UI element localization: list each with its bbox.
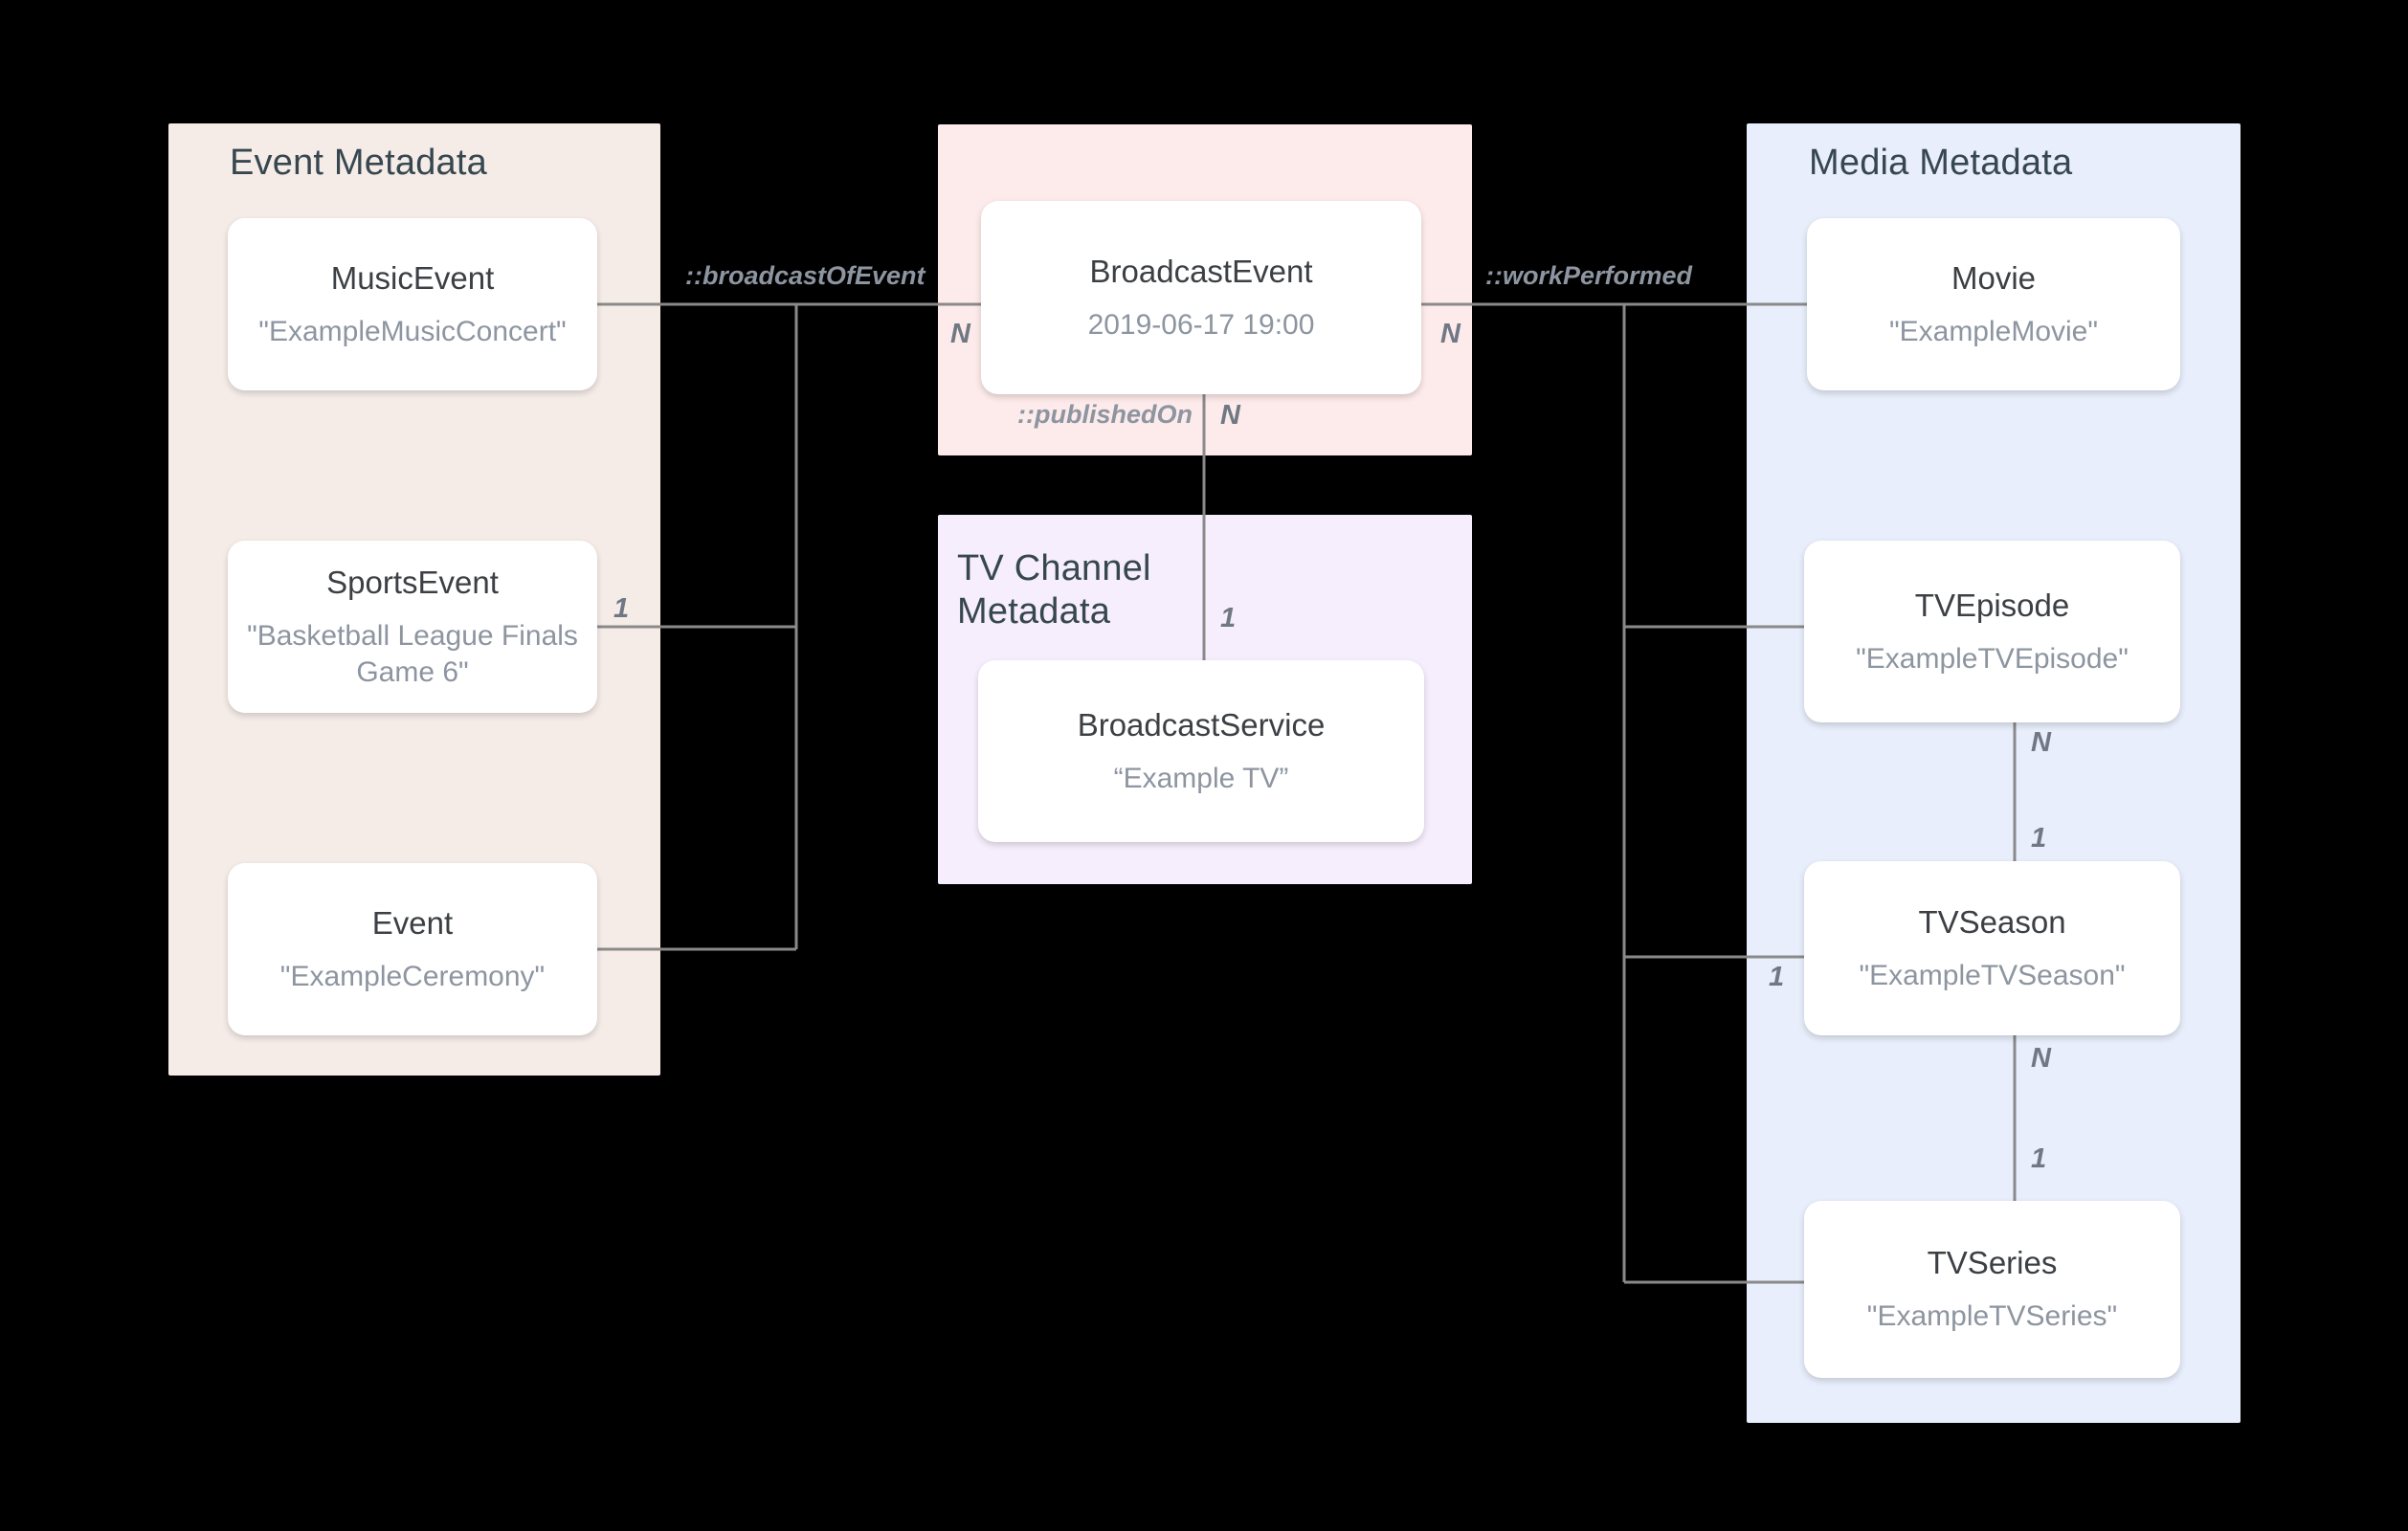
relation-label-publishedon: ::publishedOn <box>1017 400 1193 429</box>
cardinality-tvseason-bottom: N <box>2031 1043 2051 1074</box>
relation-label-broadcastofevent: ::broadcastOfEvent <box>685 261 925 290</box>
node-tvseries-title: TVSeries <box>1927 1245 2058 1281</box>
node-broadcastevent[interactable]: BroadcastEvent 2019-06-17 19:00 <box>981 201 1421 394</box>
cardinality-tvseason-left: 1 <box>1769 962 1785 992</box>
node-sportsevent-value: "Basketball League Finals Game 6" <box>247 620 578 688</box>
node-musicevent[interactable]: MusicEvent "ExampleMusicConcert" <box>228 218 597 390</box>
cardinality-sportsevent-right: 1 <box>613 593 630 624</box>
node-sportsevent-title: SportsEvent <box>326 564 499 600</box>
node-broadcastservice-value: “Example TV” <box>1113 762 1289 794</box>
node-event-title: Event <box>371 904 454 941</box>
node-broadcastevent-title: BroadcastEvent <box>1089 253 1313 289</box>
cardinality-tvseason-top: 1 <box>2031 823 2047 854</box>
cardinality-broadcastevent-right: N <box>1440 319 1460 349</box>
node-event-value: "ExampleCeremony" <box>279 960 546 992</box>
cardinality-broadcastservice-top: 1 <box>1220 603 1237 633</box>
cardinality-broadcastevent-bottom: N <box>1220 400 1240 431</box>
node-tvseason[interactable]: TVSeason "ExampleTVSeason" <box>1804 861 2180 1035</box>
group-title-media-metadata: Media Metadata <box>1809 143 2073 183</box>
group-title-tv-channel-metadata: TV Channel Metadata <box>957 548 1151 632</box>
node-broadcastevent-value: 2019-06-17 19:00 <box>1087 308 1315 341</box>
node-sportsevent[interactable]: SportsEvent "Basketball League Finals Ga… <box>228 541 597 713</box>
node-movie[interactable]: Movie "ExampleMovie" <box>1807 218 2180 390</box>
node-tvepisode[interactable]: TVEpisode "ExampleTVEpisode" <box>1804 541 2180 722</box>
node-tvseries[interactable]: TVSeries "ExampleTVSeries" <box>1804 1201 2180 1378</box>
cardinality-tvepisode-bottom: N <box>2031 727 2051 758</box>
node-broadcastservice[interactable]: BroadcastService “Example TV” <box>978 660 1424 842</box>
node-tvseries-value: "ExampleTVSeries" <box>1866 1300 2118 1332</box>
node-movie-value: "ExampleMovie" <box>1888 315 2099 347</box>
cardinality-broadcastevent-left: N <box>950 319 970 349</box>
node-broadcastservice-title: BroadcastService <box>1077 706 1326 743</box>
relation-label-workperformed: ::workPerformed <box>1485 261 1693 290</box>
cardinality-tvseries-top: 1 <box>2031 1143 2047 1174</box>
group-title-event-metadata: Event Metadata <box>230 143 487 183</box>
node-tvepisode-title: TVEpisode <box>1914 587 2070 623</box>
node-musicevent-title: MusicEvent <box>330 259 495 296</box>
node-event[interactable]: Event "ExampleCeremony" <box>228 863 597 1035</box>
node-movie-title: Movie <box>1951 259 2037 296</box>
node-tvseason-title: TVSeason <box>1918 903 2066 940</box>
node-tvepisode-value: "ExampleTVEpisode" <box>1856 642 2129 675</box>
node-musicevent-value: "ExampleMusicConcert" <box>258 315 567 347</box>
node-tvseason-value: "ExampleTVSeason" <box>1859 959 2126 991</box>
